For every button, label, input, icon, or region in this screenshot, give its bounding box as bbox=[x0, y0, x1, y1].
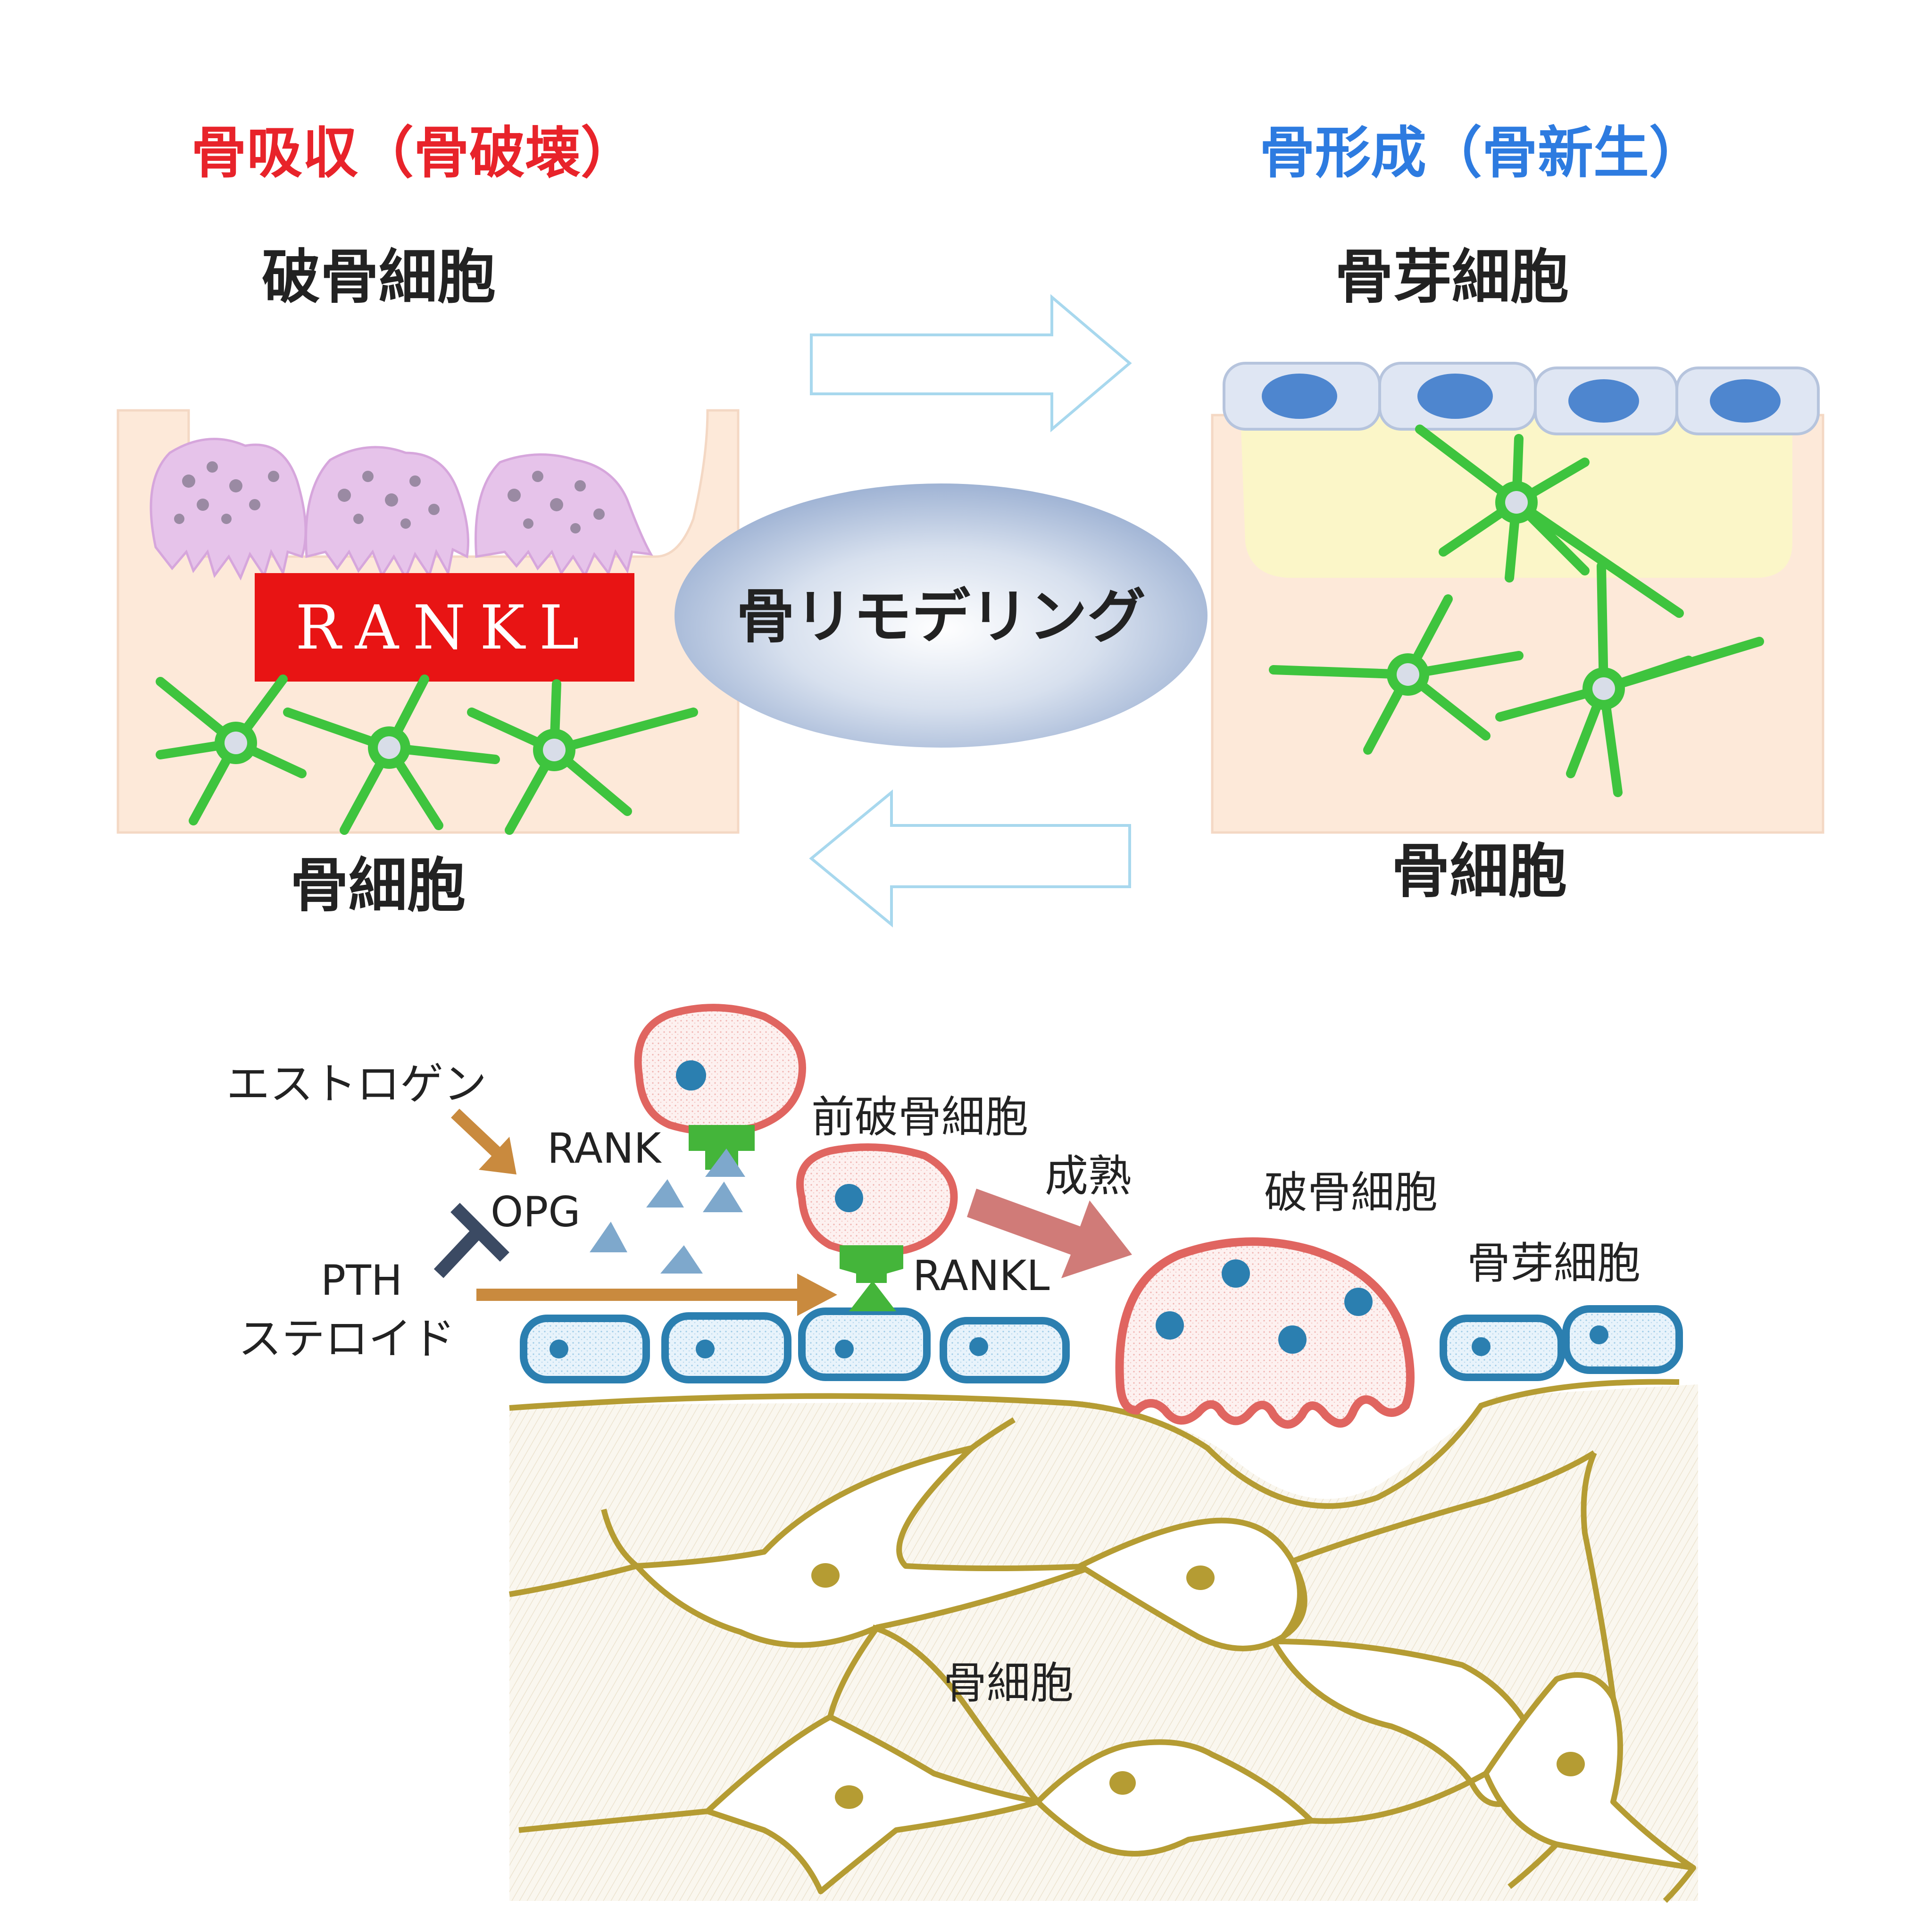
osteoblast-label: 骨芽細胞 bbox=[1335, 243, 1569, 311]
osteoblast-label-bottom: 骨芽細胞 bbox=[1467, 1238, 1641, 1289]
preosteoclast-bound bbox=[800, 1147, 954, 1253]
preosteoclast-top bbox=[638, 1008, 802, 1132]
estrogen-label: エストロゲン bbox=[226, 1059, 487, 1109]
osteoblast-cell bbox=[1380, 363, 1535, 429]
lining-cell bbox=[665, 1316, 788, 1380]
rankl-box-label: RANKL bbox=[295, 593, 593, 663]
rankl-label: RANKL bbox=[913, 1251, 1049, 1300]
osteoblast-cell bbox=[1224, 363, 1380, 429]
osteocyte-label-right: 骨細胞 bbox=[1391, 838, 1567, 906]
lining-cells bbox=[524, 1309, 1679, 1380]
osteoclast-label: 破骨細胞 bbox=[262, 243, 496, 311]
bottom-panel: エストロゲン RANK OPG PTH ステロイド 前破骨細胞 成熟 RANKL… bbox=[226, 1008, 1698, 1901]
top-panel: 骨吸収（骨破壊） 骨形成（骨新生） 破骨細胞 骨芽細胞 bbox=[118, 120, 1823, 924]
lining-cell bbox=[943, 1321, 1066, 1380]
steroid-label: ステロイド bbox=[238, 1314, 455, 1364]
resorption-title: 骨吸収（骨破壊） bbox=[191, 120, 636, 185]
osteoblast-cell bbox=[1535, 368, 1677, 434]
remodeling-label: 骨リモデリング bbox=[736, 583, 1146, 651]
rank-label: RANK bbox=[547, 1124, 662, 1173]
preosteoclast-label: 前破骨細胞 bbox=[811, 1092, 1028, 1142]
mature-osteoclast bbox=[1120, 1241, 1410, 1424]
formation-title: 骨形成（骨新生） bbox=[1259, 120, 1705, 185]
osteoclast-cell bbox=[306, 447, 468, 578]
arrow-right bbox=[811, 297, 1130, 429]
formation-panel: 骨細胞 bbox=[1212, 363, 1823, 906]
osteocyte-label-bottom: 骨細胞 bbox=[943, 1658, 1074, 1708]
osteoclast-cell bbox=[151, 439, 306, 578]
rankl-ligand-bound bbox=[849, 1281, 896, 1311]
lining-cell bbox=[802, 1311, 927, 1377]
osteoblast-cells bbox=[1224, 363, 1818, 434]
osteoclast-cells bbox=[151, 439, 651, 578]
osteoblast-cell bbox=[1677, 368, 1818, 434]
lining-cell bbox=[524, 1318, 646, 1380]
resorption-panel: RANKL 骨細胞 bbox=[118, 410, 738, 920]
arrow-left bbox=[811, 792, 1130, 924]
lining-cell bbox=[1566, 1309, 1679, 1370]
lining-cell bbox=[1443, 1318, 1561, 1377]
opg-label: OPG bbox=[491, 1188, 581, 1236]
rank-receptor-bound bbox=[840, 1245, 903, 1283]
osteoclast-label-bottom: 破骨細胞 bbox=[1264, 1167, 1438, 1218]
osteocyte-label-left: 骨細胞 bbox=[290, 852, 466, 920]
maturation-label: 成熟 bbox=[1045, 1151, 1132, 1201]
estrogen-arrow bbox=[455, 1113, 498, 1153]
pth-label: PTH bbox=[321, 1256, 402, 1305]
